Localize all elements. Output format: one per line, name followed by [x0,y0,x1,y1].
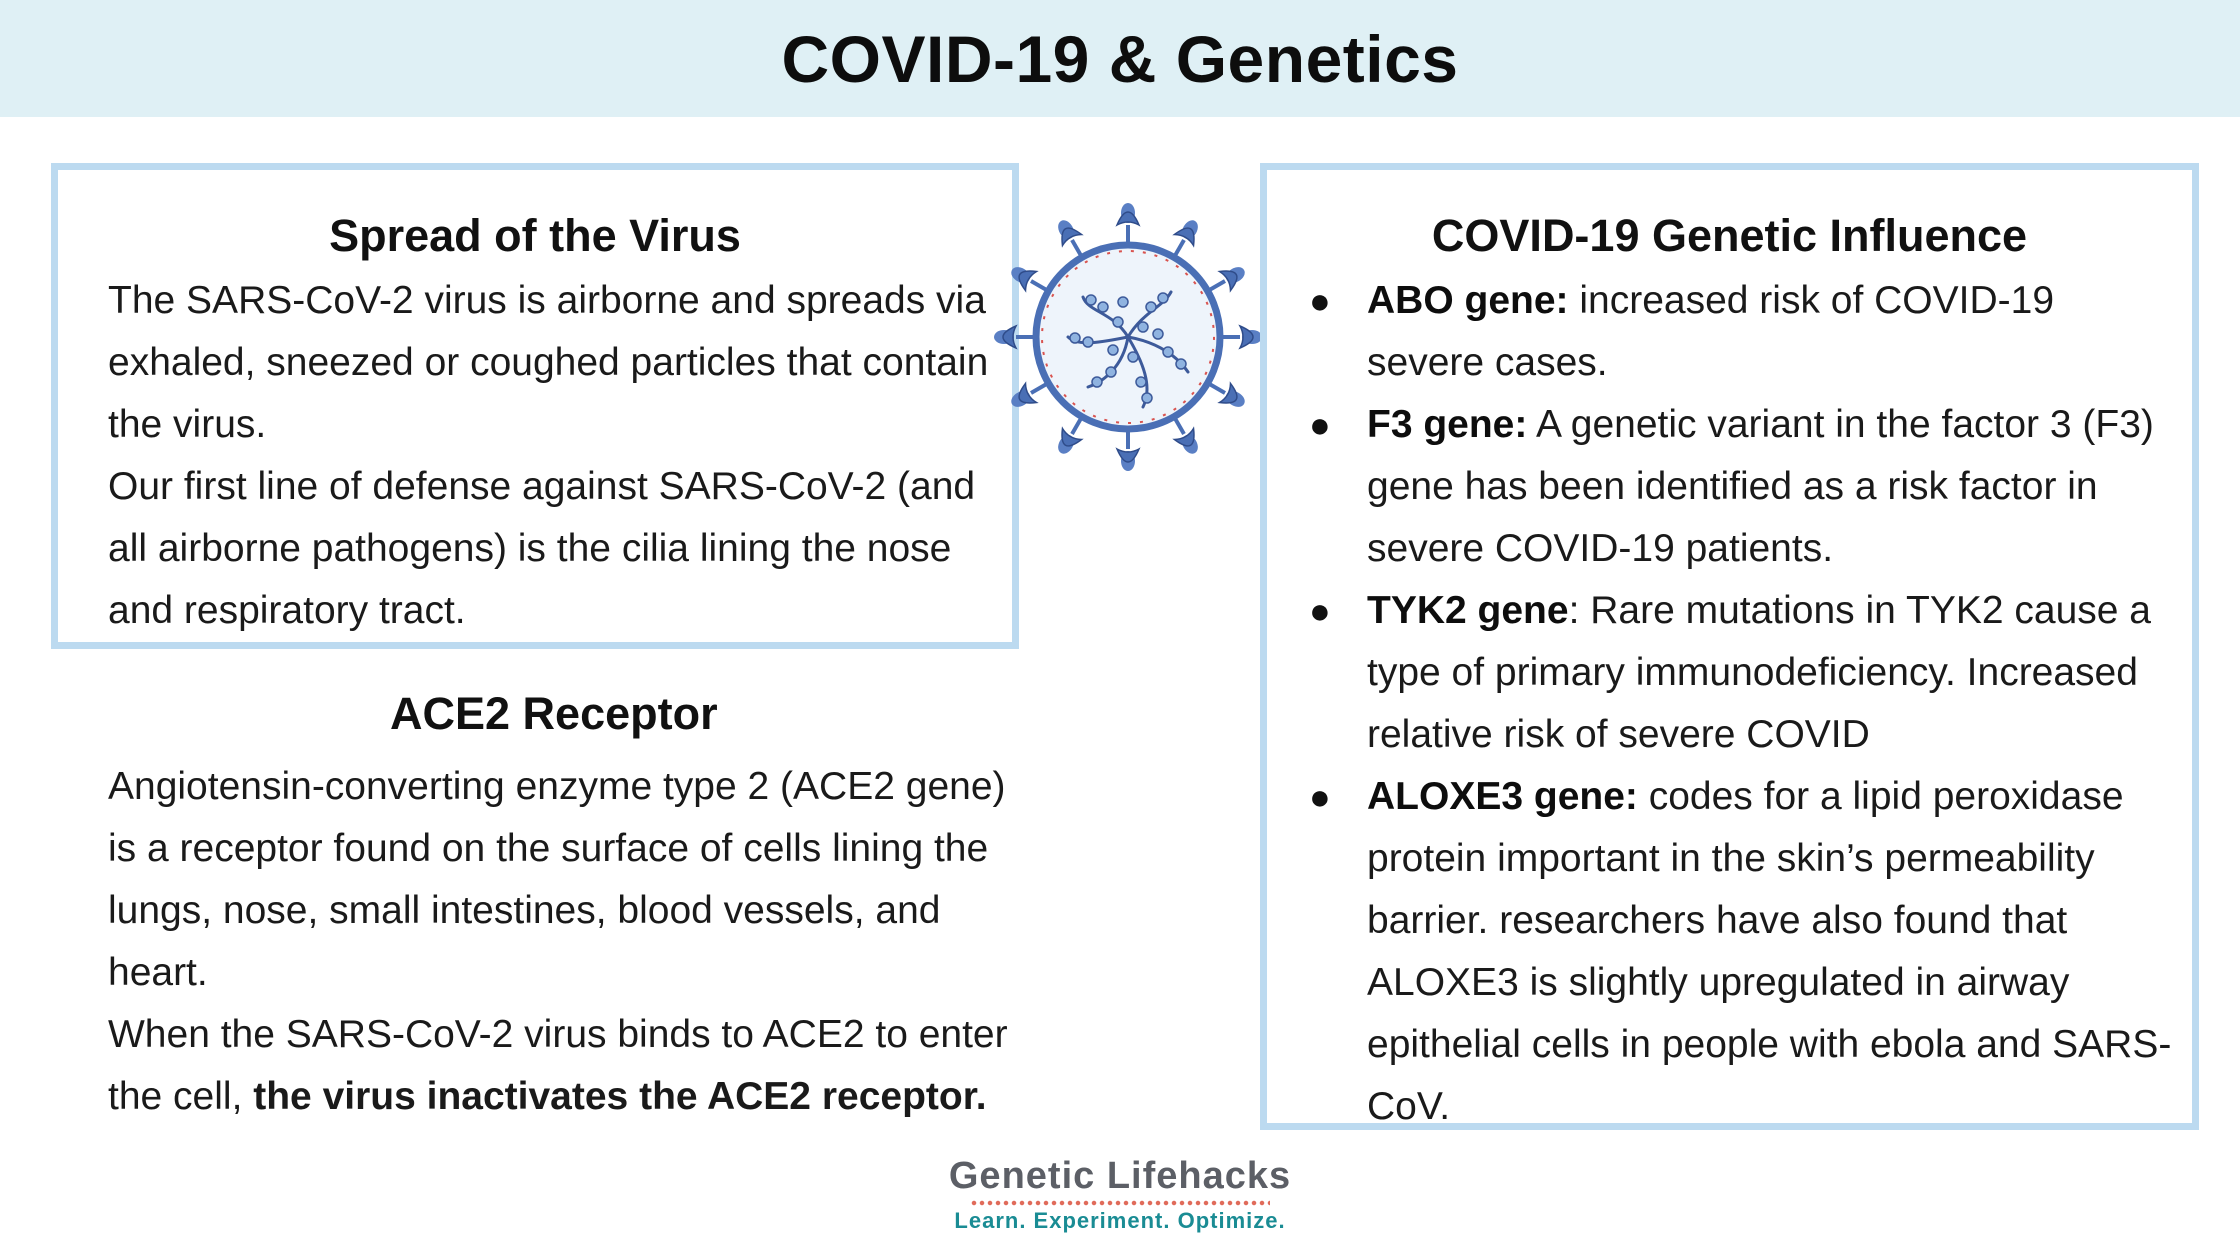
gene-text: A genetic variant in the factor 3 (F3) g… [1367,403,2154,570]
logo-name: Genetic Lifehacks [948,1155,1292,1197]
genetic-influence-panel: COVID-19 Genetic Influence ● ABO gene: in… [1260,163,2199,1130]
spread-body: The SARS-CoV-2 virus is airborne and spr… [108,270,992,642]
rna-bead-icon [1137,321,1149,333]
rna-bead-icon [1082,336,1094,348]
spike-icon [1172,418,1198,454]
spike-icon [1209,381,1245,407]
list-item: ● ALOXE3 gene: codes for a lipid peroxida… [1297,766,2172,1138]
spike-icon [1223,324,1262,350]
genetic-heading: COVID-19 Genetic Influence [1431,210,2028,261]
bullet-icon: ● [1309,280,1331,321]
spread-heading: Spread of the Virus [329,210,741,261]
spike-icon [1058,418,1084,454]
ace2-paragraph: Angiotensin-converting enzyme type 2 (AC… [108,765,1006,994]
spike-icon [1115,203,1141,242]
spike-icon [1011,381,1047,407]
rna-bead-icon [1145,301,1157,313]
list-item: ● ABO gene: increased risk of COVID-19 se… [1297,270,2172,394]
rna-bead-icon [1117,296,1129,308]
gene-label: TYK2 gene [1367,589,1569,632]
rna-bead-icon [1127,351,1139,363]
rna-bead-icon [1069,332,1081,344]
rna-bead-icon [1152,328,1164,340]
rna-bead-icon [1097,301,1109,313]
gene-label: ABO gene: [1367,279,1569,322]
bullet-icon: ● [1309,404,1331,445]
spike-icon [1011,267,1047,293]
ace2-paragraph-text: When the SARS-CoV-2 virus binds to ACE2 … [108,1013,1008,1118]
rna-bead-icon [1105,366,1117,378]
list-item: ● TYK2 gene: Rare mutations in TYK2 cause… [1297,580,2172,766]
rna-bead-icon [1107,344,1119,356]
gene-text: : Rare mutations in TYK2 cause a type of… [1367,589,2151,756]
spread-paragraph: The SARS-CoV-2 virus is airborne and spr… [108,279,989,446]
rna-bead-icon [1157,292,1169,304]
rna-bead-icon [1162,346,1174,358]
ace2-paragraph: When the SARS-CoV-2 virus binds to ACE2 … [108,1004,1020,1128]
spread-panel: Spread of the Virus The SARS-CoV-2 virus… [51,163,1019,649]
rna-bead-icon [1175,358,1187,370]
title-bar: COVID-19 & Genetics [0,0,2240,117]
spike-icon [994,324,1033,350]
logo-dots [970,1200,1270,1206]
gene-text: increased risk of COVID-19 severe cases. [1367,279,2055,384]
rna-bead-icon [1141,392,1153,404]
spike-icon [1172,220,1198,256]
ace2-paragraph-emphasis: the virus inactivates the ACE2 receptor. [253,1075,987,1118]
spike-icon [1058,220,1084,256]
gene-text: codes for a lipid peroxidase protein imp… [1367,775,2172,1128]
rna-bead-icon [1135,376,1147,388]
gene-list: ● ABO gene: increased risk of COVID-19 se… [1297,270,2172,1138]
logo: Genetic Lifehacks Learn. Experiment. Opt… [0,1155,2240,1234]
logo-tagline: Learn. Experiment. Optimize. [954,1208,1286,1233]
bullet-icon: ● [1309,776,1331,817]
gene-label: F3 gene: [1367,403,1528,446]
bullet-icon: ● [1309,590,1331,631]
rna-bead-icon [1112,316,1124,328]
ace2-section: ACE2 Receptor Angiotensin-converting enz… [60,688,1020,1128]
ace2-body: Angiotensin-converting enzyme type 2 (AC… [60,756,1020,1128]
rna-bead-icon [1091,376,1103,388]
rna-bead-icon [1085,294,1097,306]
ace2-heading: ACE2 Receptor [390,688,718,739]
gene-label: ALOXE3 gene: [1367,775,1638,818]
spike-icon [1209,267,1245,293]
list-item: ● F3 gene: A genetic variant in the facto… [1297,394,2172,580]
virus-spikes [994,203,1262,471]
spike-icon [1115,432,1141,471]
spread-paragraph: Our first line of defense against SARS-C… [108,465,976,632]
virus-illustration [994,203,1262,471]
page-title: COVID-19 & Genetics [781,21,1459,96]
